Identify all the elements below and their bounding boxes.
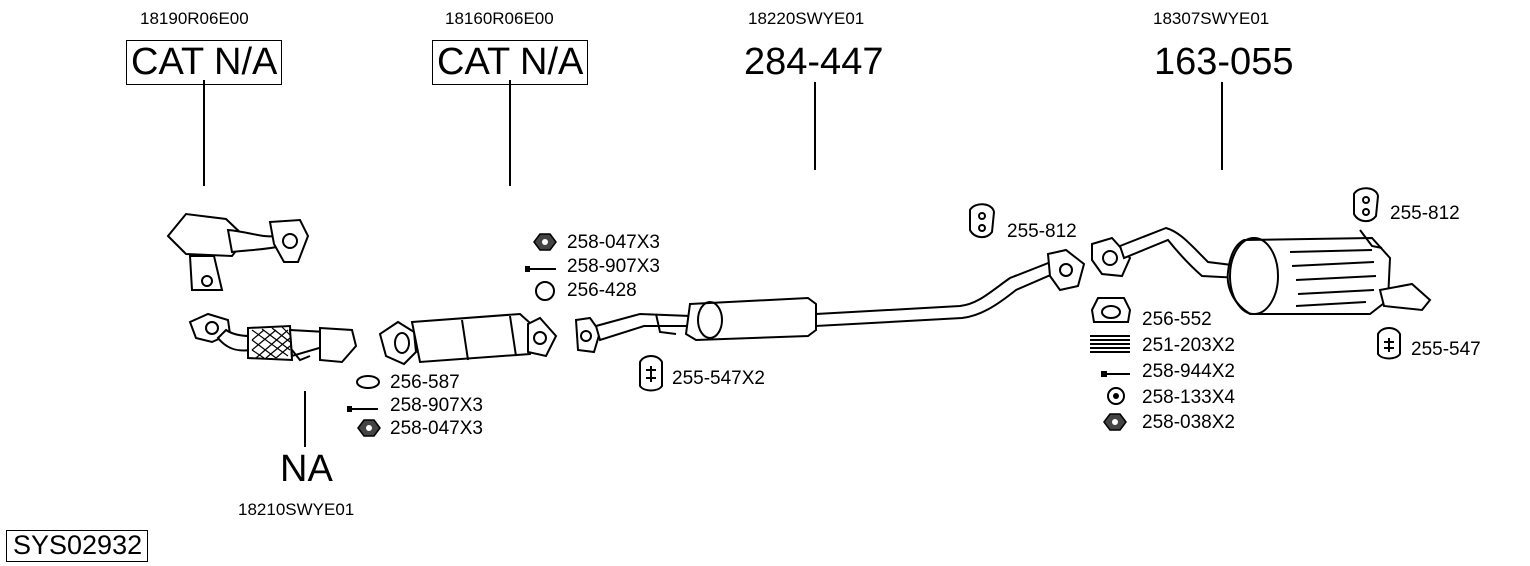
fitting-label[interactable]: 255-547X2: [672, 368, 765, 389]
washer-icon: [1107, 387, 1125, 405]
front-pipe-part: [188, 312, 358, 364]
fitting-label[interactable]: 256-428: [567, 280, 637, 301]
rubber-hanger-icon: [1377, 327, 1401, 360]
fitting-label[interactable]: 256-587: [390, 372, 460, 393]
fitting-label[interactable]: 258-944X2: [1142, 361, 1235, 382]
fitting-label[interactable]: 258-038X2: [1142, 412, 1235, 433]
front-pipe-part-number[interactable]: NA: [280, 448, 333, 490]
second-cat-part: [378, 312, 558, 366]
fitting-label[interactable]: 255-547: [1411, 339, 1481, 360]
mounting-rubber-icon: [1353, 187, 1380, 222]
rubber-hanger-icon: [639, 355, 663, 392]
mid-pipe-oem: 18220SWYE01: [748, 9, 865, 28]
fitting-label[interactable]: 255-812: [1390, 203, 1460, 224]
fitting-label[interactable]: 258-047X3: [567, 232, 660, 253]
fitting-label[interactable]: 258-907X3: [567, 256, 660, 277]
front-cat-part-number[interactable]: CAT N/A: [126, 40, 283, 85]
rear-box-part-number[interactable]: 163-055: [1154, 41, 1294, 83]
cone-seal-icon: [1090, 297, 1132, 323]
bolt-icon: [1101, 371, 1130, 377]
hex-nut-icon: [533, 233, 557, 251]
hex-nut-icon: [1103, 413, 1127, 431]
second-cat-oem: 18160R06E00: [445, 9, 554, 28]
hex-nut-icon: [357, 419, 381, 437]
second-cat-part-number[interactable]: CAT N/A: [432, 40, 589, 85]
mounting-rubber-icon: [969, 203, 996, 238]
bolt-icon: [347, 406, 378, 412]
gasket-ring-icon: [356, 375, 380, 389]
system-id: SYS02932: [6, 530, 149, 562]
front-pipe-oem: 18210SWYE01: [238, 500, 355, 519]
front-cat-oem: 18190R06E00: [140, 9, 249, 28]
rear-box-oem: 18307SWYE01: [1153, 9, 1270, 28]
fitting-label[interactable]: 251-203X2: [1142, 335, 1235, 356]
mid-pipe-part: [574, 248, 1086, 354]
fitting-label[interactable]: 258-133X4: [1142, 387, 1235, 408]
fitting-label[interactable]: 258-907X3: [390, 395, 483, 416]
spring-icon: [1090, 335, 1130, 353]
fitting-label[interactable]: 258-047X3: [390, 418, 483, 439]
gasket-ring-icon: [535, 281, 555, 301]
bolt-icon: [525, 266, 556, 272]
fitting-label[interactable]: 256-552: [1142, 309, 1212, 330]
rear-box-part: [1091, 226, 1432, 315]
fitting-label[interactable]: 255-812: [1007, 221, 1077, 242]
front-cat-part: [166, 212, 310, 291]
mid-pipe-part-number[interactable]: 284-447: [744, 41, 884, 83]
